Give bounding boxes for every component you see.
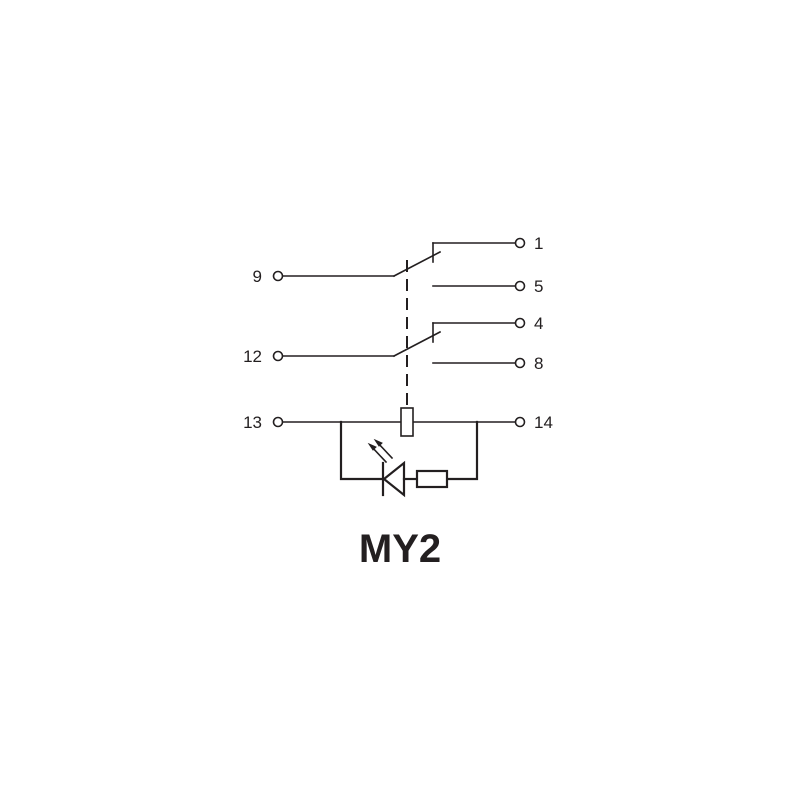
model-title: MY2 (359, 527, 441, 571)
relay-coil (400, 407, 414, 437)
terminal-12 (272, 350, 284, 362)
resistor (415, 469, 449, 489)
terminal-9 (272, 270, 284, 282)
label-terminal-5: 5 (534, 277, 543, 296)
label-terminal-9: 9 (253, 267, 262, 286)
terminal-labels: 1 5 4 8 14 9 12 13 (243, 234, 553, 432)
light-emission-arrows-icon (367, 438, 394, 464)
led-branch-left (339, 420, 386, 481)
label-terminal-12: 12 (243, 347, 262, 366)
contact-set-1 (281, 242, 517, 287)
label-terminal-4: 4 (534, 314, 543, 333)
led-indicator-branch (339, 420, 479, 498)
terminal-14 (514, 416, 526, 428)
label-terminal-1: 1 (534, 234, 543, 253)
terminal-4 (514, 317, 526, 329)
terminal-5 (514, 280, 526, 292)
led-branch-right (445, 420, 479, 481)
terminal-8 (514, 357, 526, 369)
label-terminal-14: 14 (534, 413, 553, 432)
label-terminal-13: 13 (243, 413, 262, 432)
coil-circuit (281, 407, 517, 437)
contact-set-2 (281, 322, 517, 364)
label-terminal-8: 8 (534, 354, 543, 373)
terminal-1 (514, 237, 526, 249)
led-diode-icon (382, 460, 406, 498)
terminals (272, 237, 526, 428)
terminal-13 (272, 416, 284, 428)
